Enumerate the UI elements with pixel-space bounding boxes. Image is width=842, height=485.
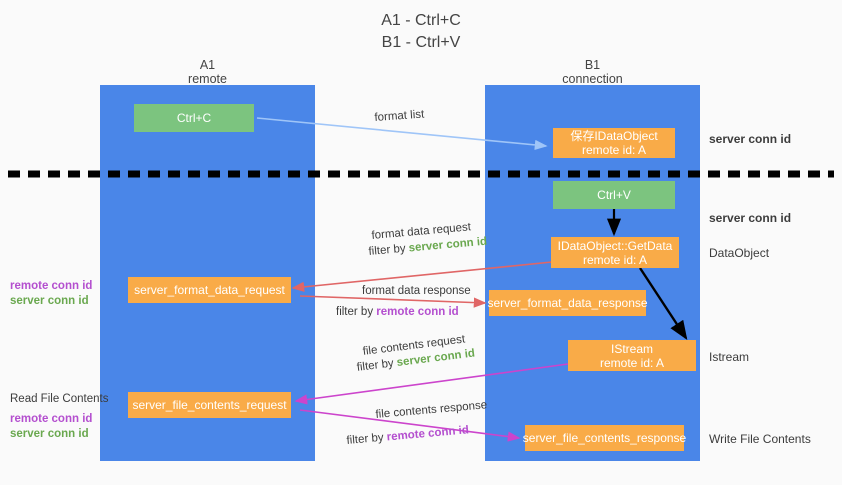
right-label-write-file-contents-text: Write File Contents xyxy=(709,432,811,446)
right-label-write-file-contents: Write File Contents xyxy=(709,432,811,446)
node-server-format-data-response[interactable]: server_format_data_response xyxy=(487,290,648,316)
node-save-idataobject-line2: remote id: A xyxy=(581,143,647,157)
edge-label-format-data-response-text: format data response xyxy=(362,285,471,297)
left-label-read-file-contents-text: Read File Contents xyxy=(10,393,109,405)
right-label-server-conn-id-top: server conn id xyxy=(709,132,791,146)
column-a1-name: A1 xyxy=(199,58,216,72)
node-save-idataobject-line1: 保存IDataObject xyxy=(570,129,658,143)
left-label-server-conn-id-1: server conn id xyxy=(10,294,89,309)
edge-label-format-data-response: format data response xyxy=(362,284,471,298)
right-label-server-conn-id-second: server conn id xyxy=(709,211,791,225)
page-title: A1 - Ctrl+C B1 - Ctrl+V xyxy=(0,10,842,54)
node-istream[interactable]: IStream remote id: A xyxy=(568,340,696,371)
node-server-format-data-request-label: server_format_data_request xyxy=(134,283,285,297)
edge-label-file-contents-response: file contents response xyxy=(375,398,488,422)
filter-prefix: filter by xyxy=(346,431,388,447)
node-server-file-contents-response[interactable]: server_file_contents_response xyxy=(522,425,687,451)
right-label-dataobject: DataObject xyxy=(709,246,769,260)
title-line-1: A1 - Ctrl+C xyxy=(381,12,461,29)
left-label-remote-conn-id-1: remote conn id xyxy=(10,279,92,294)
column-a1-sub: remote xyxy=(188,72,227,86)
node-ctrl-c[interactable]: Ctrl+C xyxy=(134,104,254,132)
edge-label-file-contents-response-text: file contents response xyxy=(375,399,488,421)
edge-label-format-list: format list xyxy=(374,108,425,125)
title-line-2: B1 - Ctrl+V xyxy=(381,34,461,51)
column-header-a1: A1 remote xyxy=(100,58,315,86)
node-istream-line2: remote id: A xyxy=(599,355,665,370)
node-server-format-data-response-label: server_format_data_response xyxy=(487,296,648,310)
node-ctrl-v-label: Ctrl+V xyxy=(597,188,631,202)
left-label-server-conn-id-1-text: server conn id xyxy=(10,295,89,307)
edge-label-format-data-response-filter: filter by remote conn id xyxy=(336,305,459,319)
filter-key-remote-conn-id: remote conn id xyxy=(376,306,459,318)
right-label-dataobject-text: DataObject xyxy=(709,246,770,260)
node-save-idataobject[interactable]: 保存IDataObject remote id: A xyxy=(553,128,675,158)
node-server-format-data-request[interactable]: server_format_data_request xyxy=(128,277,291,303)
left-label-remote-conn-id-1-text: remote conn id xyxy=(10,280,93,292)
column-b1-name: B1 xyxy=(584,58,601,72)
left-label-server-conn-id-2: server conn id xyxy=(10,427,89,442)
node-idataobject-getdata-line2: remote id: A xyxy=(582,252,648,267)
node-ctrl-c-label: Ctrl+C xyxy=(176,111,212,125)
filter-prefix: filter by xyxy=(356,357,398,374)
node-server-file-contents-request[interactable]: server_file_contents_request xyxy=(128,392,291,418)
left-label-remote-conn-id-2: remote conn id xyxy=(10,412,92,427)
filter-prefix: filter by xyxy=(336,306,377,318)
column-b1-sub: connection xyxy=(562,72,623,86)
right-label-istream-text: Istream xyxy=(709,350,750,364)
edge-label-file-contents-response-filter: filter by remote conn id xyxy=(346,423,469,448)
filter-prefix: filter by xyxy=(368,242,410,258)
filter-key-remote-conn-id: remote conn id xyxy=(386,424,470,444)
left-label-remote-conn-id-2-text: remote conn id xyxy=(10,413,93,425)
left-label-read-file-contents: Read File Contents xyxy=(10,392,108,407)
right-label-istream: Istream xyxy=(709,350,749,364)
node-server-file-contents-response-label: server_file_contents_response xyxy=(522,431,687,445)
right-label-server-conn-id-top-text: server conn id xyxy=(709,132,792,146)
column-header-b1: B1 connection xyxy=(485,58,700,86)
node-idataobject-getdata-line1: IDataObject::GetData xyxy=(557,238,673,253)
node-ctrl-v[interactable]: Ctrl+V xyxy=(553,181,675,209)
left-label-server-conn-id-2-text: server conn id xyxy=(10,428,89,440)
node-istream-line1: IStream xyxy=(610,341,653,356)
right-label-server-conn-id-second-text: server conn id xyxy=(709,211,792,225)
node-idataobject-getdata[interactable]: IDataObject::GetData remote id: A xyxy=(551,237,679,268)
node-server-file-contents-request-label: server_file_contents_request xyxy=(132,398,287,412)
edge-label-format-list-text: format list xyxy=(374,108,425,124)
